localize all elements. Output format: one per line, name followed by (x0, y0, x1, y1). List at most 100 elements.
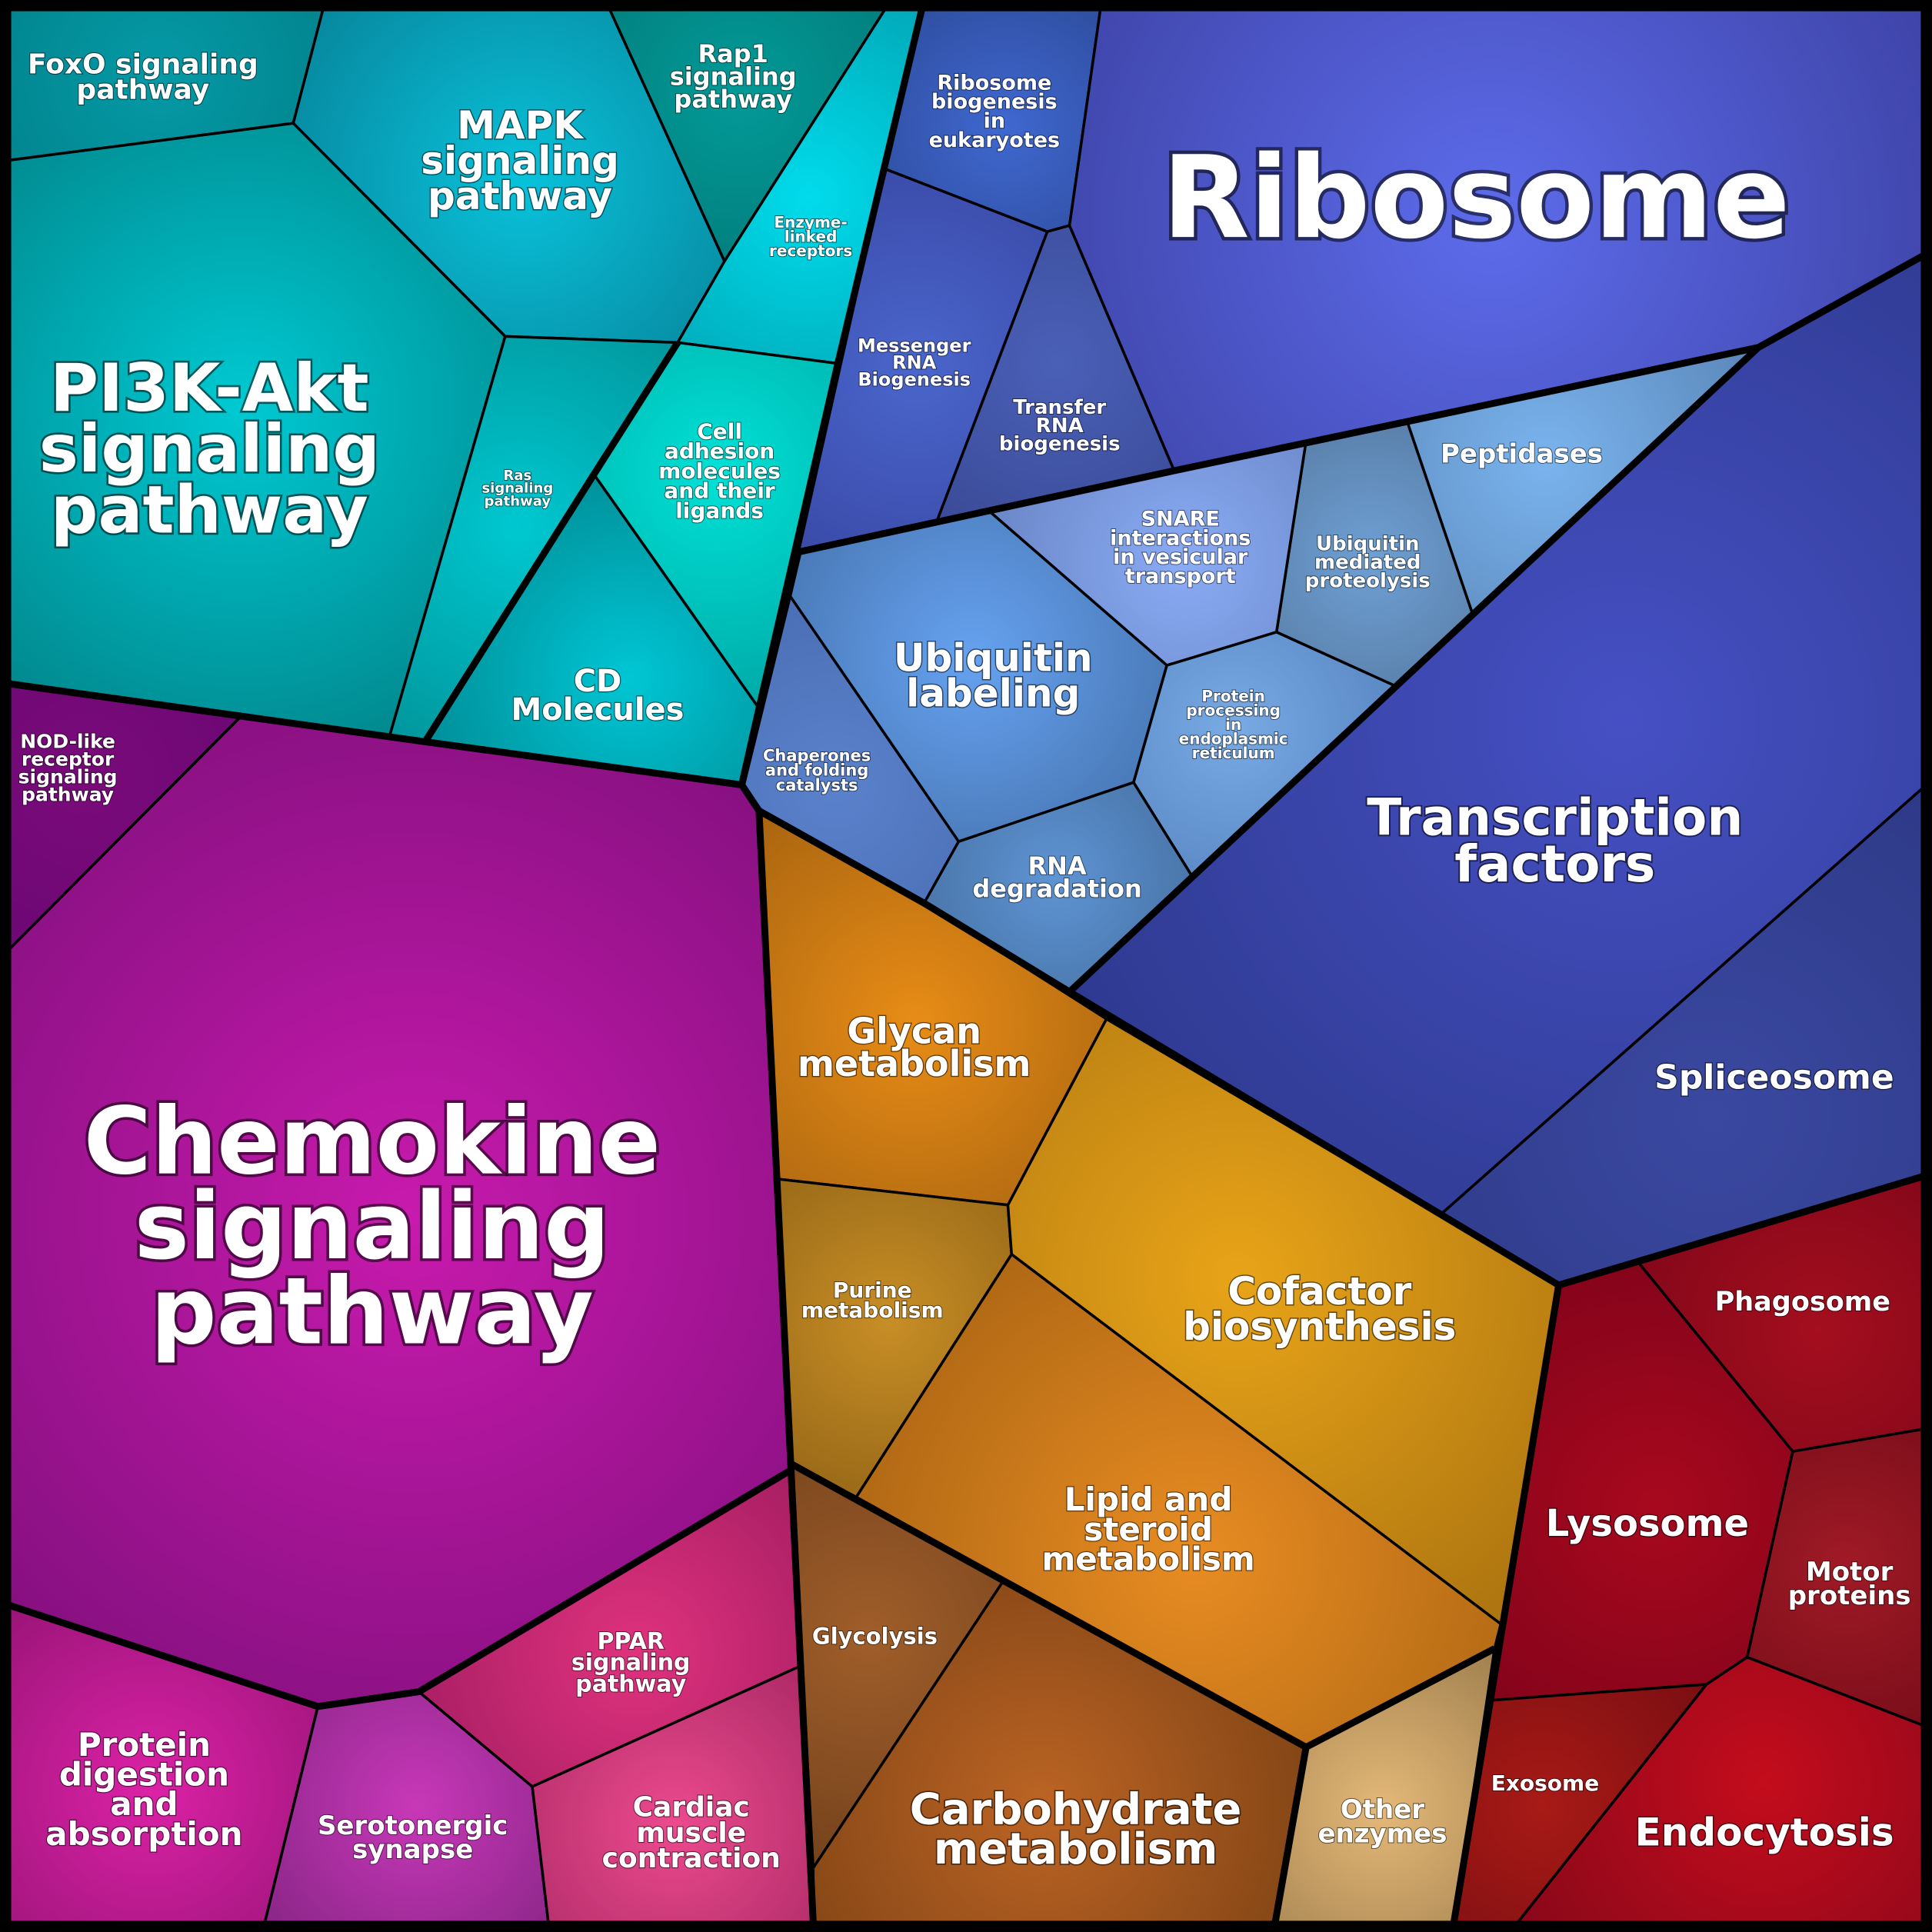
group-border (1067, 345, 1761, 994)
label-line: PI3K-Akt (50, 350, 369, 427)
label-line: endoplasmic (1179, 729, 1288, 748)
label-line: Transfer (1013, 396, 1106, 419)
label-line: Protein (78, 1726, 211, 1764)
label-line: and (110, 1785, 178, 1823)
group-border (591, 340, 681, 477)
label-glycolysis: Glycolysis (812, 1624, 938, 1650)
label-spliceosome: Spliceosome (1654, 1058, 1894, 1098)
label-line: ligands (675, 498, 764, 523)
label-line: SNARE (1141, 507, 1220, 531)
group-border (738, 783, 817, 1923)
label-line: pathway (151, 1258, 594, 1365)
label-line: receptors (769, 242, 852, 260)
label-line: Ras (503, 468, 531, 484)
label-line: Spliceosome (1654, 1058, 1894, 1098)
group-border (8, 1467, 793, 1710)
label-line: biogenesis (999, 433, 1121, 456)
label-line: pathway (76, 74, 209, 105)
label-line: metabolism (801, 1297, 944, 1323)
cells-layer (8, 8, 1924, 1924)
label-line: signaling (571, 1650, 691, 1677)
label-line: steroid (1084, 1511, 1213, 1548)
label-line: Purine (833, 1277, 912, 1303)
label-line: receptor (22, 748, 115, 770)
label-line: MAPK (457, 103, 585, 148)
label-line: labeling (906, 671, 1080, 715)
label-line: biosynthesis (1183, 1304, 1456, 1349)
label-line: proteolysis (1305, 570, 1431, 593)
label-line: Lipid and (1064, 1481, 1233, 1518)
group-border (1271, 1746, 1310, 1923)
group-border (738, 253, 1924, 786)
label-line: Ribosome (1162, 132, 1790, 264)
label-line: pathway (674, 85, 792, 114)
label-line: interactions (1110, 526, 1251, 550)
label-line: Ribosome (937, 71, 1051, 95)
label-line: biogenesis (931, 90, 1058, 114)
label-line: Cofactor (1227, 1269, 1411, 1314)
label-phagosome: Phagosome (1715, 1287, 1890, 1317)
label-line: pathway (22, 783, 114, 805)
label-line: Peptidases (1441, 438, 1603, 469)
label-line: in vesicular (1113, 545, 1248, 569)
label-line: catalysts (776, 776, 858, 794)
label-line: contraction (602, 1843, 781, 1874)
label-line: enzymes (1318, 1818, 1447, 1849)
label-line: signaling (421, 138, 619, 183)
label-line: FoxO signaling (28, 48, 258, 80)
label-line: Cell (697, 418, 742, 444)
label-line: pathway (485, 493, 551, 509)
label-line: signaling (481, 481, 553, 497)
label-line: Lysosome (1546, 1502, 1749, 1545)
label-line: pathway (428, 174, 612, 218)
label-line: signaling (135, 1174, 610, 1281)
group-border (1557, 1173, 1924, 1289)
label-line: Endocytosis (1635, 1810, 1894, 1855)
label-line: Chaperones (763, 746, 871, 764)
label-line: Ubiquitin (894, 635, 1093, 680)
label-line: CD (574, 664, 622, 699)
label-line: Transcription (1367, 788, 1743, 847)
group-border (421, 472, 597, 744)
label-endocytosis: Endocytosis (1635, 1810, 1894, 1855)
label-line: reticulum (1192, 744, 1275, 762)
label-line: Molecules (511, 692, 685, 728)
label-line: NOD-like (20, 730, 115, 752)
label-line: Phagosome (1715, 1287, 1890, 1317)
label-ribosome: Ribosome (1162, 132, 1790, 264)
label-line: pathway (51, 471, 368, 548)
group-border (1450, 1284, 1563, 1923)
label-line: degradation (972, 874, 1141, 904)
label-line: Rap1 (698, 39, 768, 68)
label-line: RNA (892, 351, 937, 373)
label-line: pathway (575, 1671, 686, 1697)
label-line: Glycolysis (812, 1624, 938, 1650)
label-line: Exosome (1491, 1770, 1600, 1796)
label-line: digestion (59, 1756, 229, 1794)
label-line: PPAR (597, 1628, 665, 1655)
label-line: metabolism (798, 1043, 1031, 1084)
label-line: muscle (636, 1817, 746, 1849)
